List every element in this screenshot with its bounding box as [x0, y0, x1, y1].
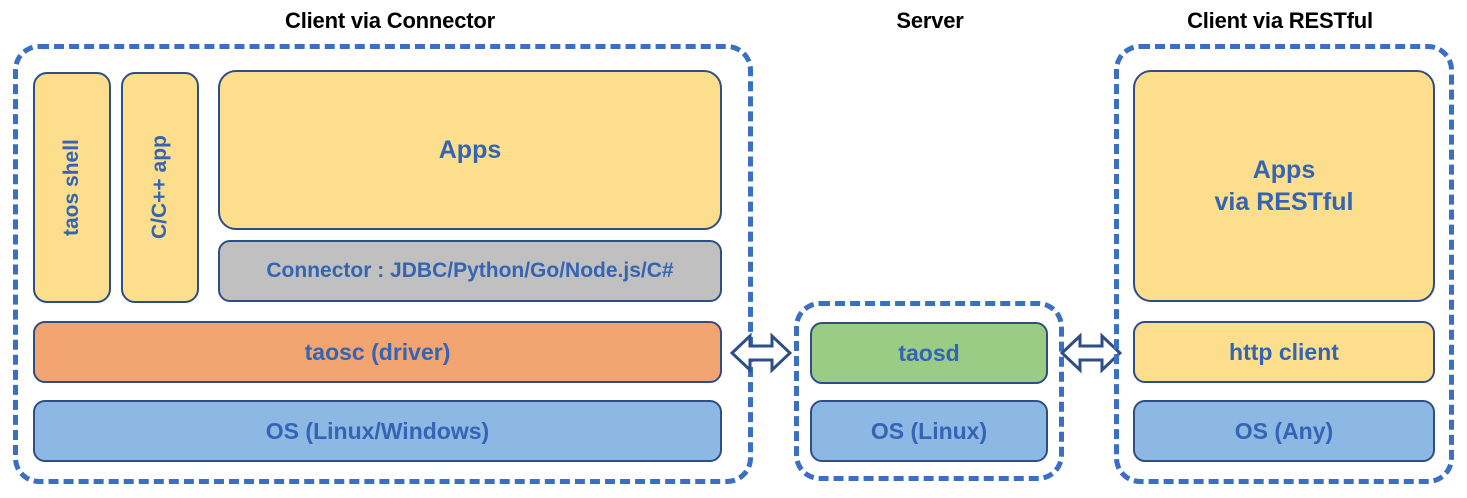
- box-restful-os[interactable]: OS (Any): [1133, 400, 1435, 462]
- group-client-via-restful: [1114, 44, 1454, 484]
- double-headed-arrow-icon-right: [1059, 327, 1123, 379]
- box-taos-shell[interactable]: taos shell: [33, 72, 111, 303]
- box-client-os-label: OS (Linux/Windows): [265, 418, 490, 444]
- box-connector[interactable]: Connector : JDBC/Python/Go/Node.js/C#: [218, 240, 722, 302]
- box-server-os[interactable]: OS (Linux): [810, 400, 1048, 462]
- box-c-cpp-app[interactable]: C/C++ app: [121, 72, 199, 303]
- box-http-client-label: http client: [1229, 339, 1339, 365]
- box-apps-via-restful-label: Apps via RESTful: [1215, 154, 1354, 218]
- box-http-client[interactable]: http client: [1133, 321, 1435, 383]
- section-title-client-connector: Client via Connector: [285, 8, 495, 33]
- box-apps-label: Apps: [438, 136, 502, 164]
- box-apps-via-restful-line2: via RESTful: [1214, 188, 1354, 216]
- box-apps[interactable]: Apps: [218, 70, 722, 230]
- box-restful-os-label: OS (Any): [1234, 418, 1334, 444]
- double-headed-arrow-icon-left: [729, 327, 793, 379]
- group-server: [794, 301, 1064, 481]
- box-server-os-label: OS (Linux): [870, 418, 988, 444]
- section-title-server: Server: [896, 8, 964, 33]
- box-apps-via-restful[interactable]: Apps via RESTful: [1133, 70, 1435, 302]
- group-client-via-connector: [13, 44, 753, 484]
- box-connector-label: Connector : JDBC/Python/Go/Node.js/C#: [266, 259, 674, 282]
- box-c-cpp-app-label: C/C++ app: [148, 135, 171, 240]
- box-taosc-driver[interactable]: taosc (driver): [33, 321, 722, 383]
- box-client-os[interactable]: OS (Linux/Windows): [33, 400, 722, 462]
- box-taosc-driver-label: taosc (driver): [304, 339, 451, 365]
- box-taos-shell-label: taos shell: [60, 139, 83, 236]
- box-taosd-label: taosd: [898, 340, 960, 366]
- box-apps-via-restful-line1: Apps: [1252, 156, 1316, 184]
- section-title-client-restful: Client via RESTful: [1187, 8, 1373, 33]
- box-taosd[interactable]: taosd: [810, 322, 1048, 384]
